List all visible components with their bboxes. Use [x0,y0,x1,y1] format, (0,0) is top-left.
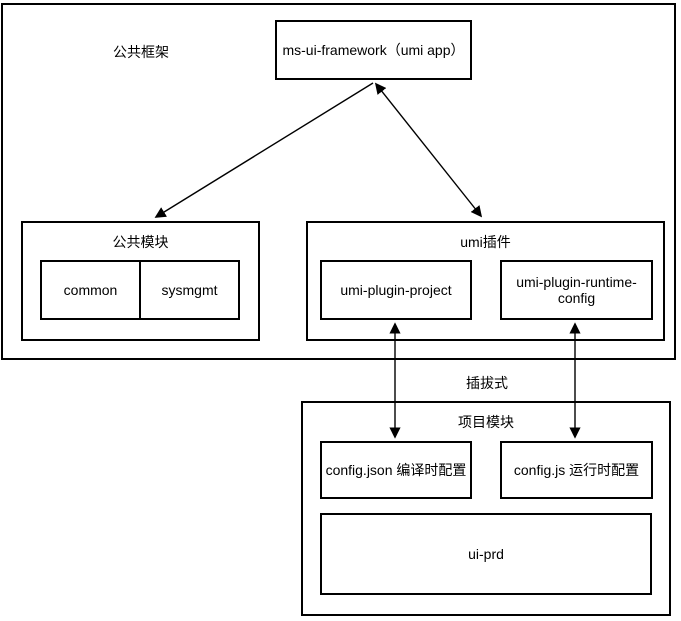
sysmgmt-node: sysmgmt [139,262,238,318]
common-node-label: common [63,282,118,298]
config-js-node: config.js 运行时配置 [500,441,653,499]
ui-prd-node: ui-prd [320,513,652,595]
framework-node-label: ms-ui-framework（umi app） [282,42,465,58]
common-module-title: 公共模块 [112,234,169,250]
umi-plugin-runtime-config-label: umi-plugin-runtime-config [516,274,637,306]
config-json-label: config.json 编译时配置 [325,462,467,478]
pluggable-label: 插拔式 [466,375,508,391]
common-module-children: common sysmgmt [40,260,240,320]
umi-plugins-title: umi插件 [460,234,511,250]
umi-plugin-project-node: umi-plugin-project [320,260,472,320]
project-module-group: 项目模块 [301,401,671,616]
sysmgmt-node-label: sysmgmt [161,282,218,298]
config-json-node: config.json 编译时配置 [320,441,472,499]
common-node: common [42,262,139,318]
project-module-title: 项目模块 [458,414,514,430]
public-framework-frame [1,3,676,360]
ui-prd-label: ui-prd [468,546,504,562]
framework-node: ms-ui-framework（umi app） [275,20,472,80]
umi-plugin-runtime-config-node: umi-plugin-runtime-config [500,260,653,320]
umi-plugin-project-label: umi-plugin-project [340,282,452,298]
public-framework-label: 公共框架 [113,44,169,60]
config-js-label: config.js 运行时配置 [513,462,640,478]
